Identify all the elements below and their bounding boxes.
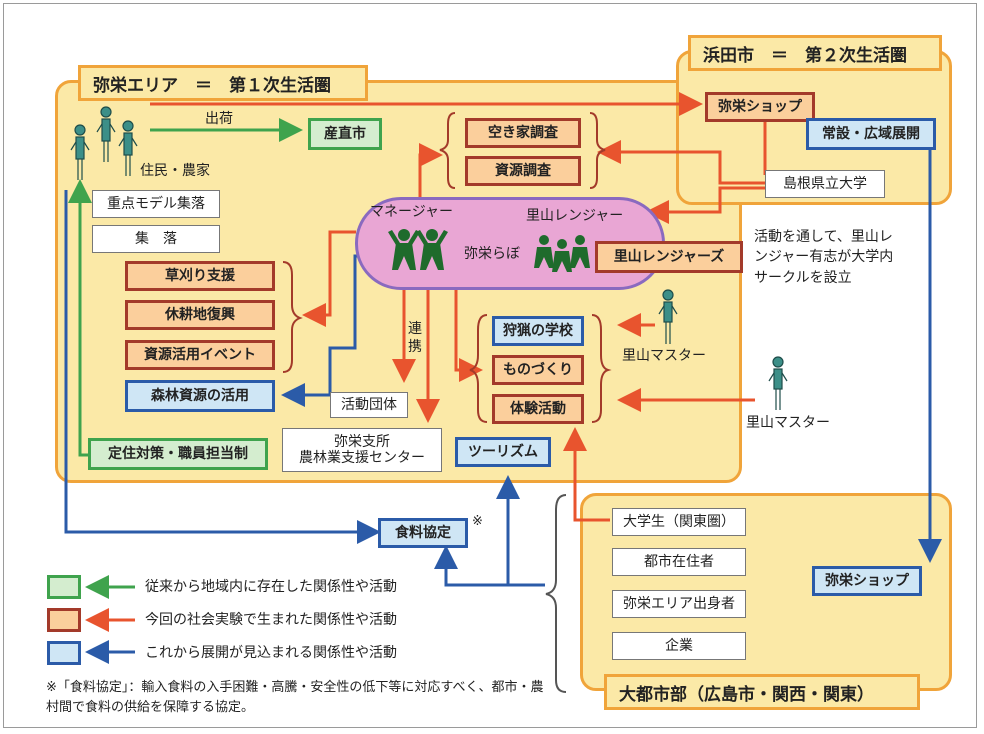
figure-frame — [3, 3, 977, 728]
food-pact-box: 食料協定 — [378, 518, 468, 548]
manager-label: マネージャー — [370, 204, 454, 220]
master-label-outer: 里山マスター — [746, 415, 830, 431]
settlement-policy-box: 定住対策・職員担当制 — [88, 438, 268, 470]
legend-red-swatch — [47, 608, 81, 632]
resource-survey-box: 資源調査 — [465, 156, 581, 186]
direct-market-box: 産直市 — [308, 118, 382, 150]
hamada-shop-box: 弥栄ショップ — [705, 92, 815, 122]
food-pact-mark: ※ — [472, 514, 483, 529]
branch-office-box: 弥栄支所 農林業支援センター — [282, 428, 442, 472]
tourism-box: ツーリズム — [455, 437, 551, 467]
forest-resource-box: 森林資源の活用 — [125, 380, 275, 412]
village-box: 集 落 — [92, 225, 220, 253]
resident-person-icon — [96, 106, 116, 162]
yasaka-area-title: 弥栄エリア ＝ 第１次生活圏 — [78, 65, 368, 101]
hamada-area-title: 浜田市 ＝ 第２次生活圏 — [688, 35, 942, 71]
experience-activity-box: 体験活動 — [492, 394, 584, 424]
legend-green-swatch — [47, 575, 81, 599]
footnote: ※「食料協定」：輸入食料の入手困難・高騰・安全性の低下等に対応すべく、都市・農村… — [46, 680, 544, 715]
farmland-revival-box: 休耕地復興 — [125, 300, 275, 330]
hunting-school-box: 狩猟の学校 — [492, 316, 584, 346]
manager-person-icon — [416, 229, 448, 270]
univ-box: 島根県立大学 — [765, 170, 885, 198]
rangers-box: 里山レンジャーズ — [595, 241, 743, 273]
resident-person-icon — [118, 120, 138, 176]
liaison-label: 連携 — [408, 321, 422, 356]
expansion-box: 常設・広域展開 — [806, 118, 936, 150]
ranger-person-icon — [534, 235, 554, 268]
activity-group-box: 活動団体 — [330, 392, 408, 418]
shipping-label: 出荷 — [205, 111, 233, 127]
lab-label: 弥栄らぼ — [464, 246, 520, 262]
legend-green-label: 従来から地域内に存在した関係性や活動 — [145, 579, 397, 595]
legend-red-label: 今回の社会実験で生まれた関係性や活動 — [145, 612, 397, 628]
master-person-icon — [658, 289, 678, 344]
master-person-icon — [768, 356, 788, 410]
resource-event-box: 資源活用イベント — [125, 340, 275, 370]
craftwork-box: ものづくり — [492, 355, 584, 385]
ranger-person-icon — [552, 239, 572, 272]
residents-label: 住民・農家 — [140, 163, 210, 179]
metro-area-title: 大都市部（広島市・関西・関東） — [604, 674, 920, 710]
metro-shop-box: 弥栄ショップ — [812, 566, 922, 596]
legend-blue-swatch — [47, 641, 81, 665]
rangers-note: 活動を通して、里山レンジャー有志が大学内サークルを設立 — [754, 229, 894, 286]
model-village-box: 重点モデル集落 — [92, 190, 220, 218]
ranger-label: 里山レンジャー — [526, 208, 624, 224]
city-residents-box: 都市在住者 — [612, 548, 746, 576]
natives-box: 弥栄エリア出身者 — [612, 590, 746, 618]
master-label-inner: 里山マスター — [622, 348, 706, 364]
univ-students-box: 大学生（関東圏） — [612, 508, 746, 536]
branch-office-label: 弥栄支所 — [334, 433, 390, 450]
resident-person-icon — [70, 124, 90, 180]
agri-center-label: 農林業支援センター — [299, 450, 425, 466]
vacant-house-survey-box: 空き家調査 — [465, 118, 581, 148]
ranger-person-icon — [570, 235, 590, 268]
manager-person-icon — [388, 229, 420, 270]
company-box: 企業 — [612, 632, 746, 660]
legend-blue-label: これから展開が見込まれる関係性や活動 — [145, 645, 397, 661]
mowing-support-box: 草刈り支援 — [125, 261, 275, 291]
